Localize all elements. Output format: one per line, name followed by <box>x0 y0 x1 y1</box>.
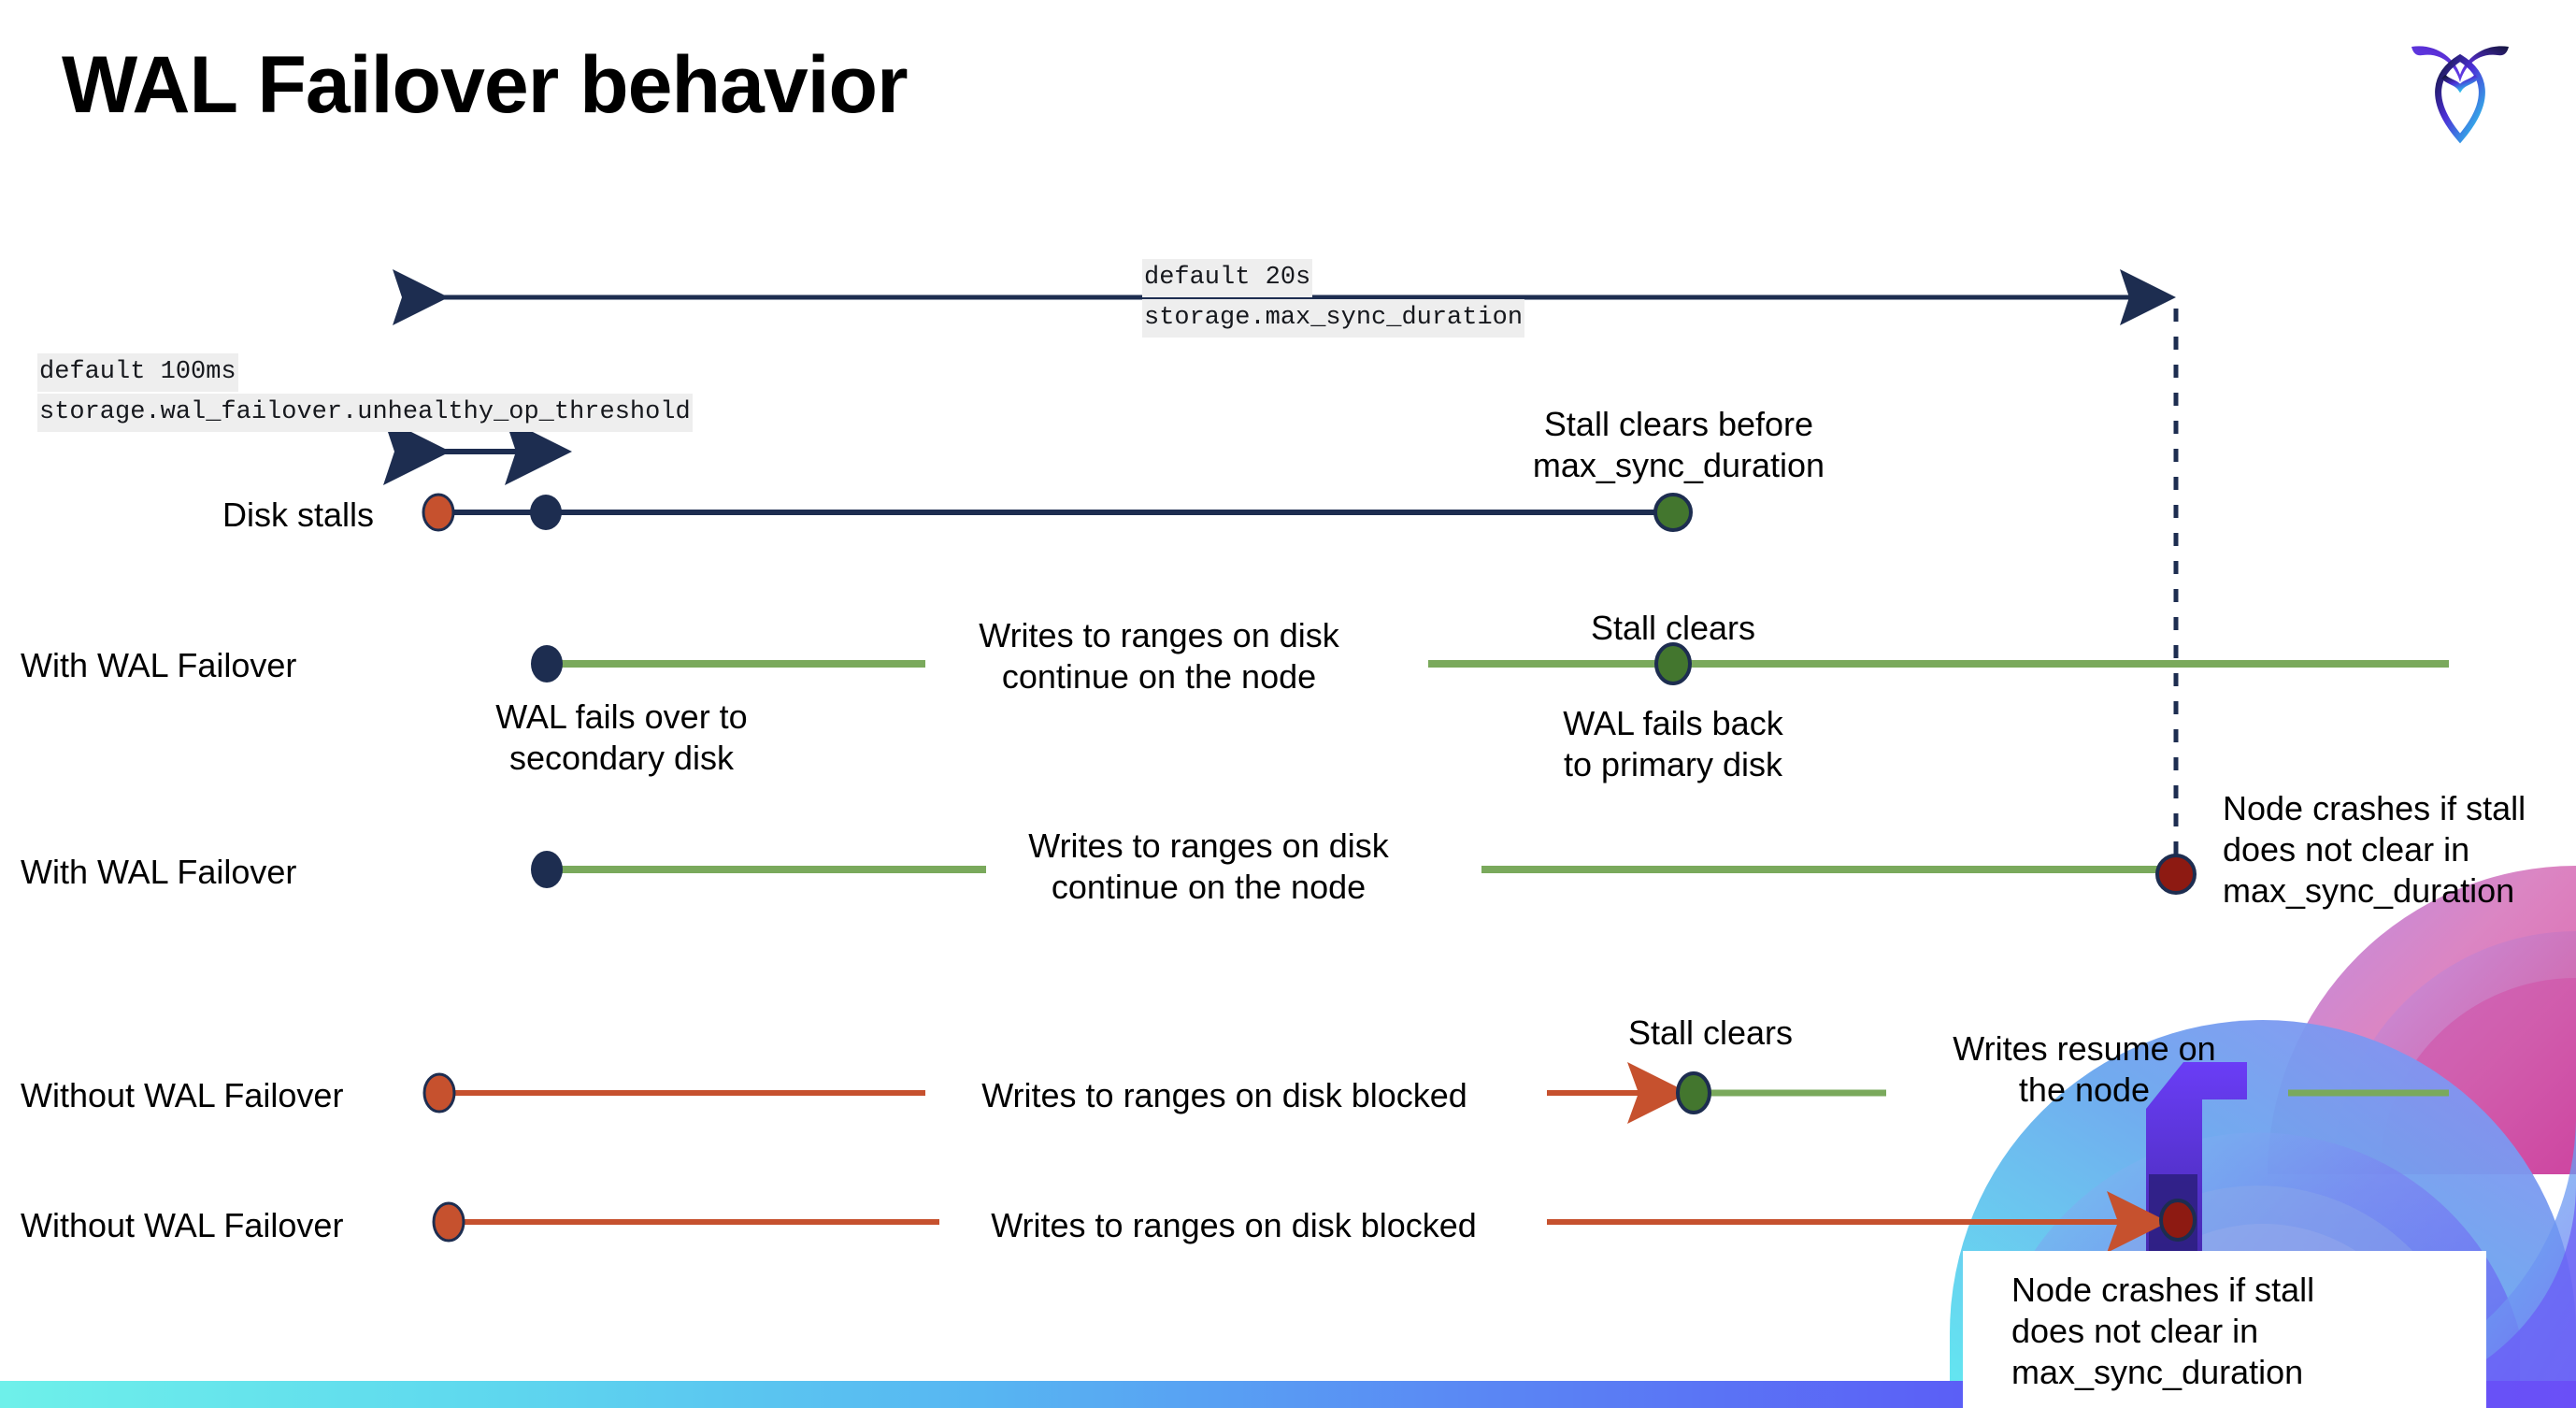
node-crash-dot <box>2159 1199 2197 1242</box>
stall-start-dot <box>422 1072 456 1113</box>
stall-start-dot <box>432 1201 465 1243</box>
cockroachdb-logo-icon <box>2411 46 2509 144</box>
note-node-crashes-1: Node crashes if stall does not clear in … <box>2223 789 2526 910</box>
note-writes-blocked-1: Writes to ranges on disk blocked <box>981 1076 1467 1114</box>
row-label-with-wal-failover-2: With WAL Failover <box>21 853 297 891</box>
row-with-wal-failover-crashes-track <box>531 851 2197 895</box>
row-disk-stalls-track <box>422 493 1693 532</box>
unhealthy-threshold-default-chip: default 100ms <box>37 353 238 392</box>
note-wal-fails-back-to-primary-disk: WAL fails back to primary disk <box>1563 704 1783 783</box>
stall-clears-dot <box>1653 493 1693 532</box>
note-writes-resume-on-node: Writes resume on the node <box>1953 1029 2216 1109</box>
row-without-wal-failover-recovers-track <box>422 1062 2449 1124</box>
unhealthy-threshold-setting-chip: storage.wal_failover.unhealthy_op_thresh… <box>37 394 693 432</box>
stall-clears-dot <box>1676 1071 1711 1114</box>
note-writes-blocked-2: Writes to ranges on disk blocked <box>991 1206 1477 1244</box>
row-without-wal-failover-crashes-track <box>432 1191 2197 1253</box>
row-label-without-wal-failover-1: Without WAL Failover <box>21 1076 344 1114</box>
page-title: WAL Failover behavior <box>62 40 909 130</box>
row-label-disk-stalls: Disk stalls <box>222 496 375 534</box>
note-node-crashes-2: Node crashes if stall does not clear in … <box>2011 1271 2315 1391</box>
note-stall-clears-2: Stall clears <box>1627 1013 1794 1052</box>
node-crash-dot <box>2155 854 2197 895</box>
stall-clears-dot <box>1654 642 1692 685</box>
wal-failover-dot <box>531 851 563 888</box>
note-stall-clears-1: Stall clears <box>1590 609 1756 647</box>
note-wal-fails-over-to-secondary-disk: WAL fails over to secondary disk <box>495 697 748 777</box>
note-stall-clears-before-max-sync-duration: Stall clears before max_sync_duration <box>1532 405 1825 484</box>
wal-failover-dot <box>531 645 563 682</box>
note-writes-continue-on-node-1: Writes to ranges on disk continue on the… <box>979 616 1339 696</box>
row-label-with-wal-failover-1: With WAL Failover <box>21 646 297 684</box>
note-card-background <box>1963 1251 2486 1408</box>
note-writes-continue-on-node-2: Writes to ranges on disk continue on the… <box>1028 826 1389 906</box>
stall-start-dot <box>422 493 455 532</box>
max-sync-duration-default-chip: default 20s <box>1142 259 1313 297</box>
max-sync-duration-setting-chip: storage.max_sync_duration <box>1142 299 1525 338</box>
row-with-wal-failover-recovers-track <box>531 642 2449 685</box>
row-label-without-wal-failover-2: Without WAL Failover <box>21 1206 344 1244</box>
failover-trigger-dot <box>530 495 562 530</box>
